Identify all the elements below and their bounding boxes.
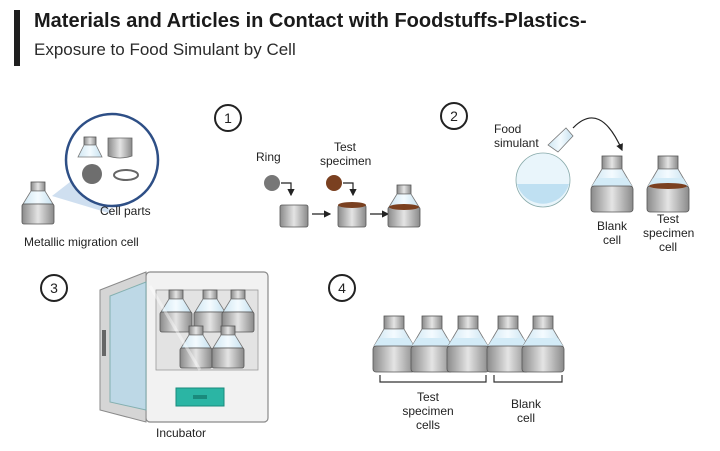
specimen-arrow [343, 182, 357, 197]
page-title: Materials and Articles in Contact with F… [34, 10, 587, 32]
title-accent-bar [14, 10, 20, 66]
test-specimen-label: Test specimen [320, 140, 372, 168]
step-1-badge: 1 [214, 104, 242, 132]
metallic-migration-cell-icon [21, 181, 55, 225]
cell-parts-label: Cell parts [100, 204, 151, 218]
incubator-label: Incubator [156, 426, 207, 440]
ring-label: Ring [256, 150, 281, 164]
cup-base-icon [279, 204, 309, 228]
test-specimen-cell-icon [646, 155, 690, 213]
test-cells-bracket [379, 375, 487, 383]
blank-cell-icon [590, 155, 634, 213]
cell-parts-icons [77, 136, 139, 184]
step-4-badge: 4 [328, 274, 356, 302]
step-3-badge: 3 [40, 274, 68, 302]
assembled-cell-icon [387, 184, 421, 228]
blank-cell-bracket [493, 375, 563, 383]
step4-test-cells [372, 315, 490, 373]
food-simulant-label: Food simulant [494, 122, 539, 150]
incubator-icon [99, 271, 269, 423]
blank-cell-label: Blank cell [596, 219, 628, 247]
step4-blank-cells [486, 315, 565, 373]
metallic-migration-cell-label: Metallic migration cell [24, 235, 139, 249]
specimen-disc-icon [326, 175, 342, 191]
pour-arrow [572, 117, 623, 152]
test-specimen-cell-label: Test specimen cell [643, 212, 695, 254]
ring-disc-icon [264, 175, 280, 191]
step4-blank-cell-label: Blank cell [510, 397, 542, 425]
cup-with-specimen-icon [337, 202, 367, 228]
test-specimen-cells-label: Test specimen cells [402, 390, 454, 432]
page-subtitle: Exposure to Food Simulant by Cell [34, 40, 296, 59]
step-2-badge: 2 [440, 102, 468, 130]
cell-parts-zoom-circle [64, 112, 160, 208]
food-simulant-flask-icon [515, 127, 574, 208]
ring-arrow [281, 182, 295, 197]
